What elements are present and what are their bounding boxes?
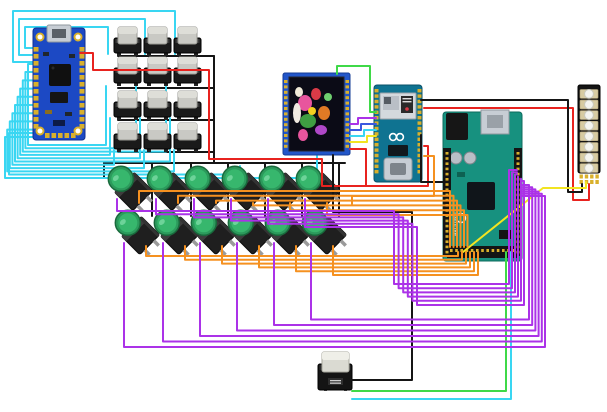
tactile-button-r4c1[interactable] [113, 122, 142, 152]
wire-purple-58[interactable] [267, 177, 522, 302]
wire-cyan-36[interactable] [349, 129, 377, 137]
wire-black-32[interactable] [420, 134, 446, 183]
wire-yellow-37[interactable] [349, 135, 377, 143]
wire-cyan-13[interactable] [24, 26, 109, 55]
tft-display[interactable] [282, 72, 351, 156]
wire-green-40[interactable] [351, 251, 507, 392]
tactile-button-r2c2[interactable] [143, 56, 172, 86]
tactile-button-r1c3[interactable] [173, 26, 202, 56]
microcontroller-board-trinket[interactable] [32, 24, 86, 141]
wire-black-30[interactable] [420, 99, 583, 193]
wire-orange-52[interactable] [295, 245, 475, 273]
tactile-button-r3c2[interactable] [143, 90, 172, 120]
illuminated-pushbutton[interactable] [317, 351, 353, 391]
tactile-button-r4c2[interactable] [143, 122, 172, 152]
wire-cyan-19[interactable] [19, 87, 111, 156]
tactile-button-r3c3[interactable] [173, 90, 202, 120]
wire-cyan-15[interactable] [12, 10, 176, 63]
wire-cyan-24[interactable] [6, 128, 175, 173]
wire-blue-35[interactable] [349, 123, 377, 131]
wire-red-28[interactable] [423, 107, 590, 201]
tactile-button-r1c1[interactable] [113, 26, 142, 56]
wire-cyan-16[interactable] [27, 63, 107, 146]
wire-orange-43[interactable] [177, 194, 455, 248]
tactile-button-r1c2[interactable] [143, 26, 172, 56]
arduino-nano-33-iot[interactable] [373, 84, 423, 183]
tactile-button-r4c3[interactable] [173, 122, 202, 152]
tactile-button-r2c1[interactable] [113, 56, 142, 86]
wire-red-29[interactable] [349, 148, 367, 187]
wire-red-27[interactable] [79, 52, 429, 187]
wire-purple-56[interactable] [193, 173, 518, 294]
wire-orange-50[interactable] [221, 245, 467, 265]
wire-orange-49[interactable] [184, 245, 463, 261]
wire-purple-55[interactable] [155, 171, 518, 290]
wire-orange-42[interactable] [138, 190, 451, 248]
wire-green-33[interactable] [336, 65, 377, 113]
wire-purple-60[interactable] [123, 195, 546, 348]
wire-cyan-22[interactable] [11, 112, 115, 166]
wire-orange-53[interactable] [332, 245, 479, 276]
tactile-button-r2c3[interactable] [173, 56, 202, 86]
wire-purple-59[interactable] [304, 180, 525, 306]
wire-orange-48[interactable] [145, 245, 459, 257]
wire-yellow-39[interactable] [462, 181, 587, 253]
wire-purple-65[interactable] [310, 184, 530, 321]
wire-orange-44[interactable] [215, 199, 458, 248]
tactile-button-r3c1[interactable] [113, 90, 142, 120]
wire-purple-63[interactable] [236, 188, 537, 332]
wire-purple-54[interactable] [116, 169, 518, 285]
wire-black-31[interactable] [332, 154, 413, 381]
wire-orange-45[interactable] [252, 202, 462, 248]
neopixel-stick[interactable] [577, 84, 601, 184]
wire-purple-57[interactable] [230, 175, 519, 298]
arduino-mega[interactable]: ARDUINO [442, 109, 523, 262]
green-pushbutton-r1-1[interactable] [102, 160, 158, 216]
wire-cyan-26[interactable] [4, 136, 318, 179]
wire-cyan-14[interactable] [18, 18, 146, 56]
wire-orange-51[interactable] [258, 245, 471, 269]
wire-purple-34[interactable] [349, 117, 377, 125]
